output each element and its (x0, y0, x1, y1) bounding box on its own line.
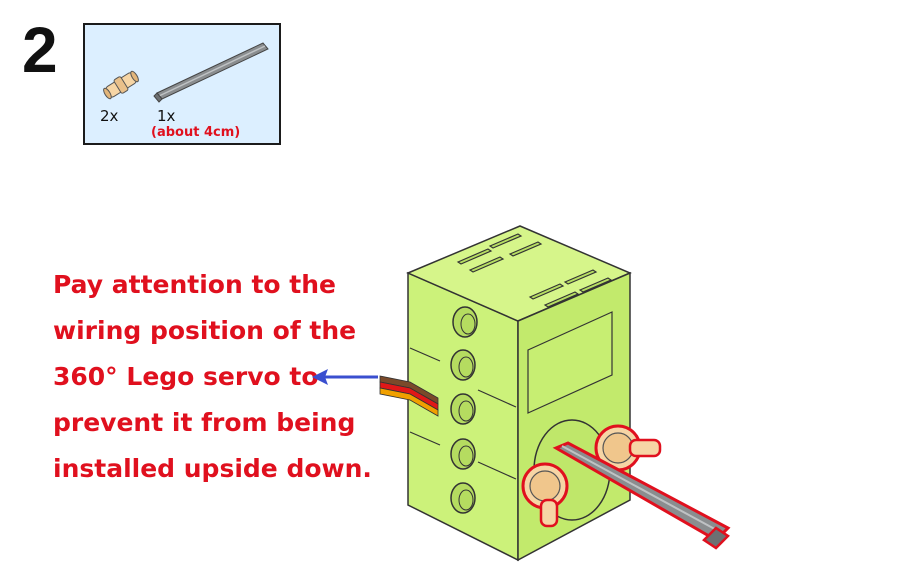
parts-art (103, 42, 269, 103)
instruction-line: 360° Lego servo to (53, 362, 319, 391)
pin-quantity: 2x (100, 107, 119, 125)
instruction-line: wiring position of the (53, 316, 357, 345)
step-number: 2 (22, 14, 58, 86)
servo-label-panel (527, 311, 613, 414)
mounted-connector-pin (521, 462, 569, 528)
mounted-axle (552, 441, 731, 550)
servo-hole-rims (458, 313, 476, 511)
parts-list-box: 2x 1x (about 4cm) (83, 23, 281, 145)
axle-quantity: 1x (157, 107, 176, 125)
axle-icon (153, 42, 269, 103)
instruction-line: installed upside down. (53, 454, 372, 483)
instruction-line: prevent it from being (53, 408, 356, 437)
pointer-arrow (312, 369, 378, 385)
instruction-text: Pay attention to the wiring position of … (53, 262, 372, 492)
servo-wires (379, 375, 439, 417)
side-grooves (409, 347, 517, 480)
axle-length-note: (about 4cm) (151, 125, 241, 140)
servo-block (406, 225, 632, 562)
connector-pin-icon (103, 70, 139, 100)
top-grooves (456, 233, 613, 308)
instruction-line: Pay attention to the (53, 270, 337, 299)
